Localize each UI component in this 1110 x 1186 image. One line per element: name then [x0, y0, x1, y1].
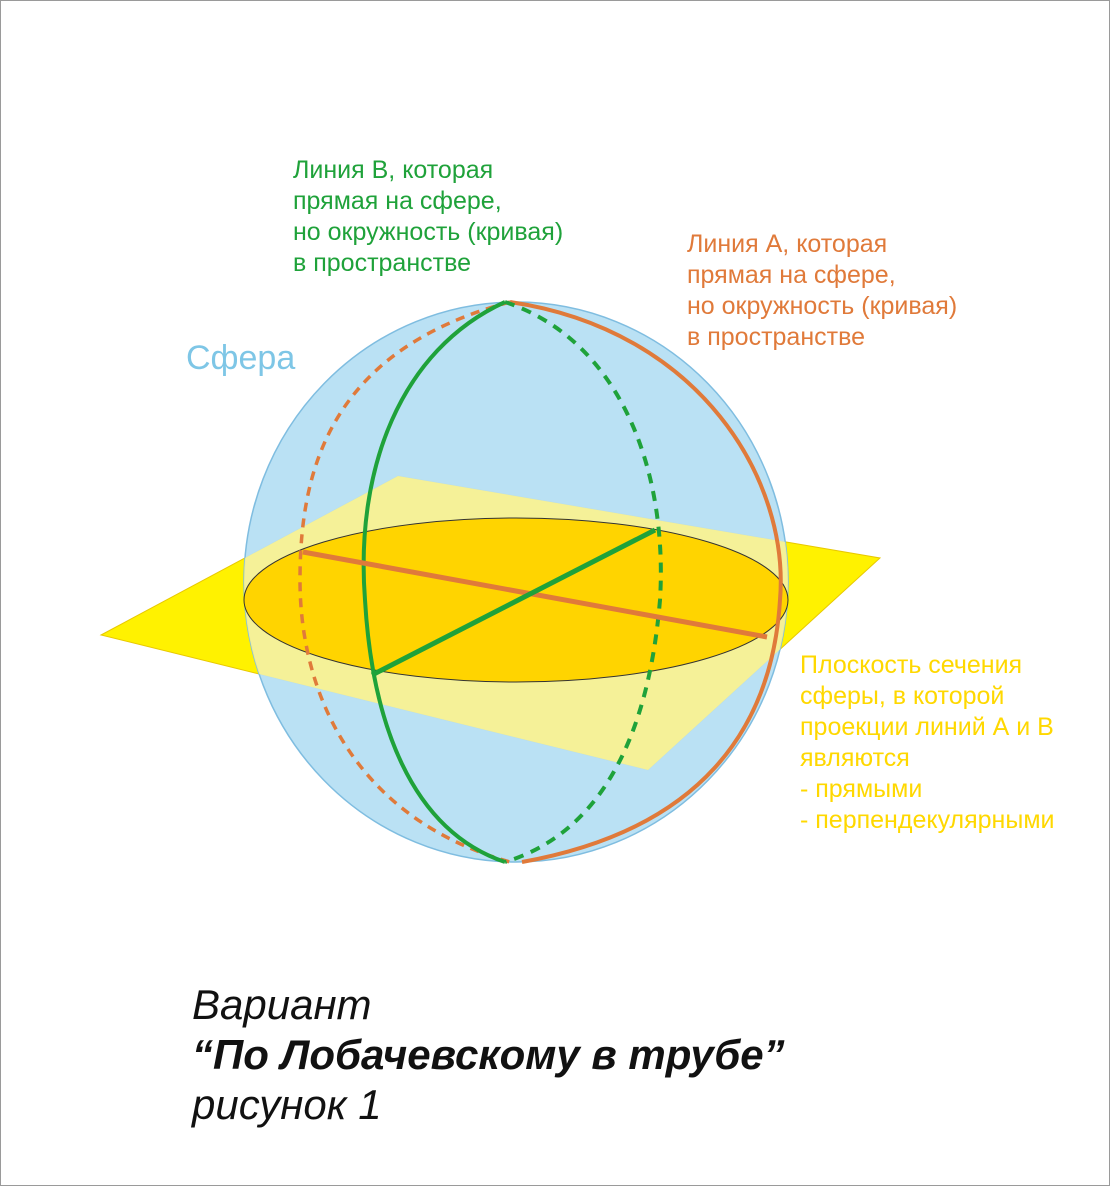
projection-line-b: [370, 527, 657, 678]
figure-caption: Вариант “По Лобачевскому в трубе” рисуно…: [192, 980, 785, 1130]
projection-line-a: [302, 549, 768, 640]
line-b-front-solid: [361, 300, 506, 864]
line-a-label: Линия А, которая прямая на сфере, но окр…: [687, 230, 958, 351]
caption-variant: Вариант: [192, 981, 372, 1028]
caption-title: “По Лобачевскому в трубе”: [192, 1031, 785, 1078]
line-a-front-solid: [509, 300, 783, 864]
plane-label: Плоскость сечения сферы, в которой проек…: [800, 651, 1055, 834]
line-b-label: Линия В, которая прямая на сфере, но окр…: [293, 156, 564, 277]
line-a-back-dashed: [298, 300, 511, 864]
line-b-back-dashed: [504, 300, 663, 864]
sphere-label: Сфера: [186, 339, 296, 377]
caption-figure-number: рисунок 1: [192, 1081, 382, 1128]
